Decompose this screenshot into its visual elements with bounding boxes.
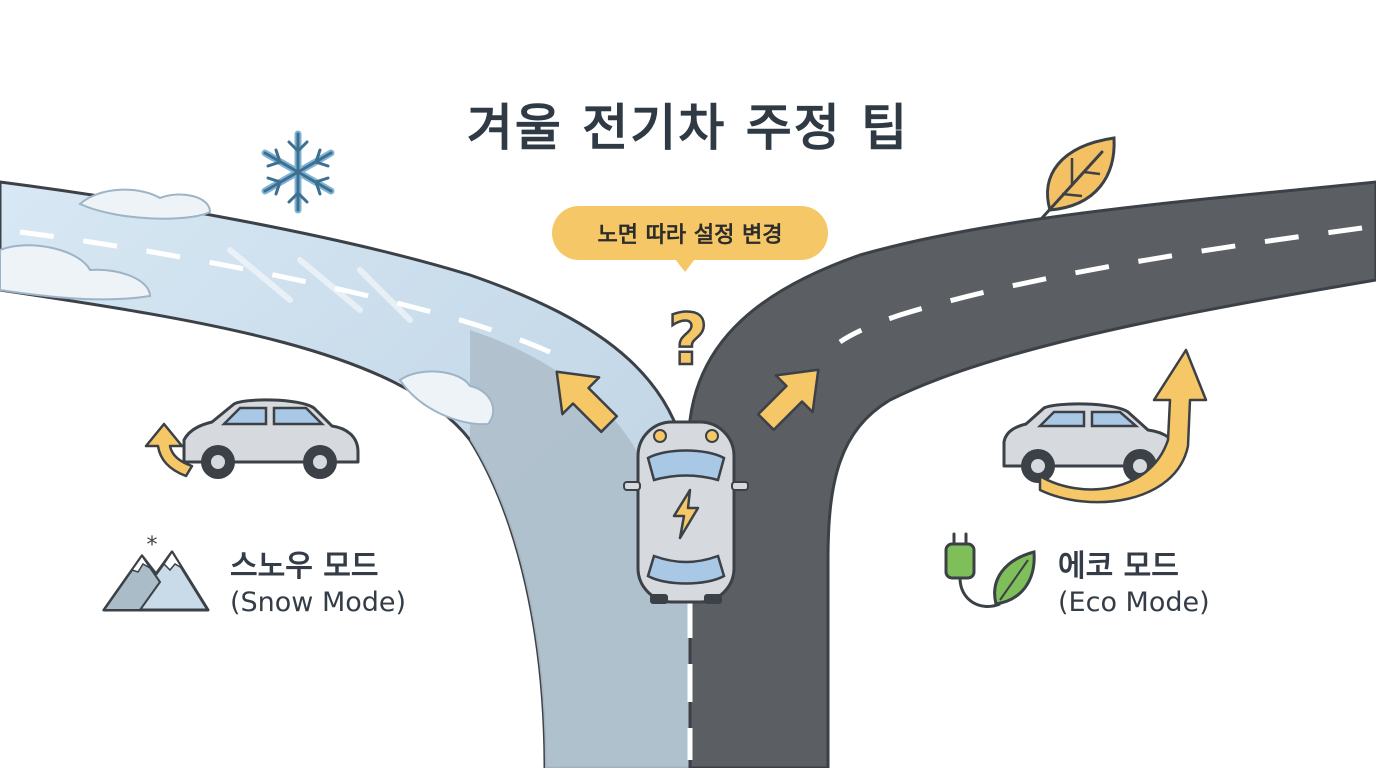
snowflake-small-icon: * bbox=[147, 533, 158, 558]
speech-bubble-text: 노면 따라 설정 변경 bbox=[597, 223, 783, 248]
question-mark-icon: ? bbox=[668, 299, 709, 381]
car-icon-snow bbox=[182, 398, 360, 479]
car-icon-eco bbox=[1002, 402, 1180, 483]
icy-road bbox=[0, 180, 692, 768]
snow-mode-name: 스노우 모드 bbox=[230, 549, 379, 584]
snow-covered-lane bbox=[470, 330, 690, 768]
arrow-icon-snow-car bbox=[144, 422, 194, 478]
snow-mode-english: (Snow Mode) bbox=[230, 586, 407, 618]
eco-mode-label: 에코 모드 (Eco Mode) bbox=[1058, 548, 1210, 619]
plug-icon bbox=[944, 532, 1036, 608]
electric-car-top-view bbox=[623, 420, 749, 604]
lightning-bolt-icon bbox=[672, 488, 700, 540]
eco-mode-name: 에코 모드 bbox=[1058, 549, 1179, 584]
page-title: 겨울 전기차 주정 팁 bbox=[466, 99, 910, 157]
arrow-icon-left bbox=[555, 370, 619, 434]
speech-bubble: 노면 따라 설정 변경 bbox=[552, 206, 828, 272]
arrow-icon-right bbox=[756, 368, 820, 432]
mountain-icon: * bbox=[102, 533, 210, 612]
arrow-icon-eco-car bbox=[1038, 348, 1208, 504]
ice-reflections bbox=[227, 247, 413, 323]
snow-mode-label: 스노우 모드 (Snow Mode) bbox=[230, 548, 406, 619]
leaf-icon bbox=[1040, 136, 1116, 220]
snowflake-icon bbox=[261, 130, 335, 214]
icy-road-lane-markings bbox=[19, 229, 551, 355]
eco-mode-english: (Eco Mode) bbox=[1058, 586, 1210, 618]
snow-drifts bbox=[0, 188, 495, 426]
